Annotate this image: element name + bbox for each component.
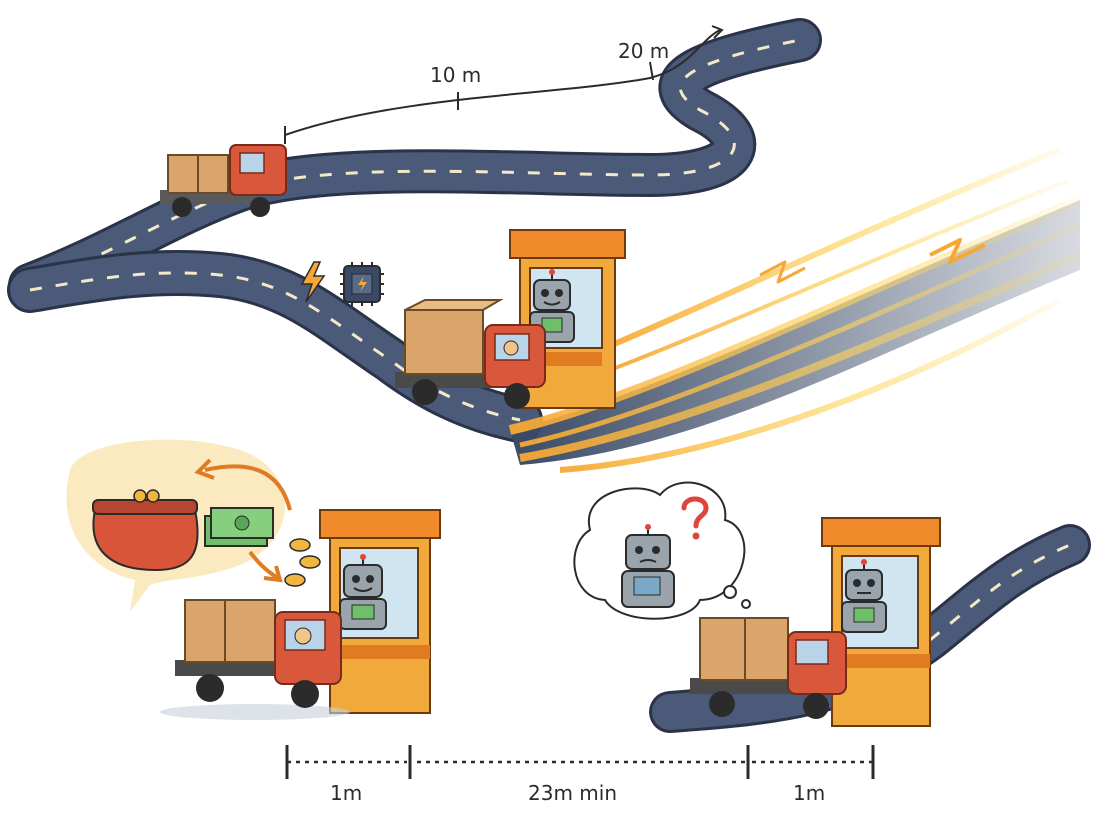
arrow-icon: [194, 458, 292, 583]
top-road: [8, 18, 822, 307]
coin-icon: [284, 538, 321, 587]
middle-road: [7, 249, 543, 443]
distance-arc: [284, 25, 724, 144]
timeline-label-right: 1m: [793, 781, 825, 805]
robot-thinking: [621, 524, 675, 608]
robot-right: [841, 559, 887, 633]
timeline-label-left: 1m: [330, 781, 362, 805]
chip-icon: [340, 262, 384, 306]
lightning-icon: [300, 261, 326, 303]
cash-icon: [204, 507, 274, 547]
speed-lane: [508, 147, 1082, 473]
distance-label-20: 20 m: [618, 39, 669, 63]
truck-top: [160, 144, 287, 217]
truck-bottom-right: [690, 617, 847, 719]
lightning-icon: [929, 238, 986, 264]
question-icon: [681, 496, 709, 540]
timeline: [285, 745, 875, 779]
truck-bottom-left: [160, 599, 350, 720]
timeline-label-middle: 23m min: [528, 781, 617, 805]
robot-left: [339, 554, 387, 630]
distance-label-10: 10 m: [430, 63, 481, 87]
truck-middle: [395, 299, 546, 409]
wallet-icon: [92, 489, 199, 572]
